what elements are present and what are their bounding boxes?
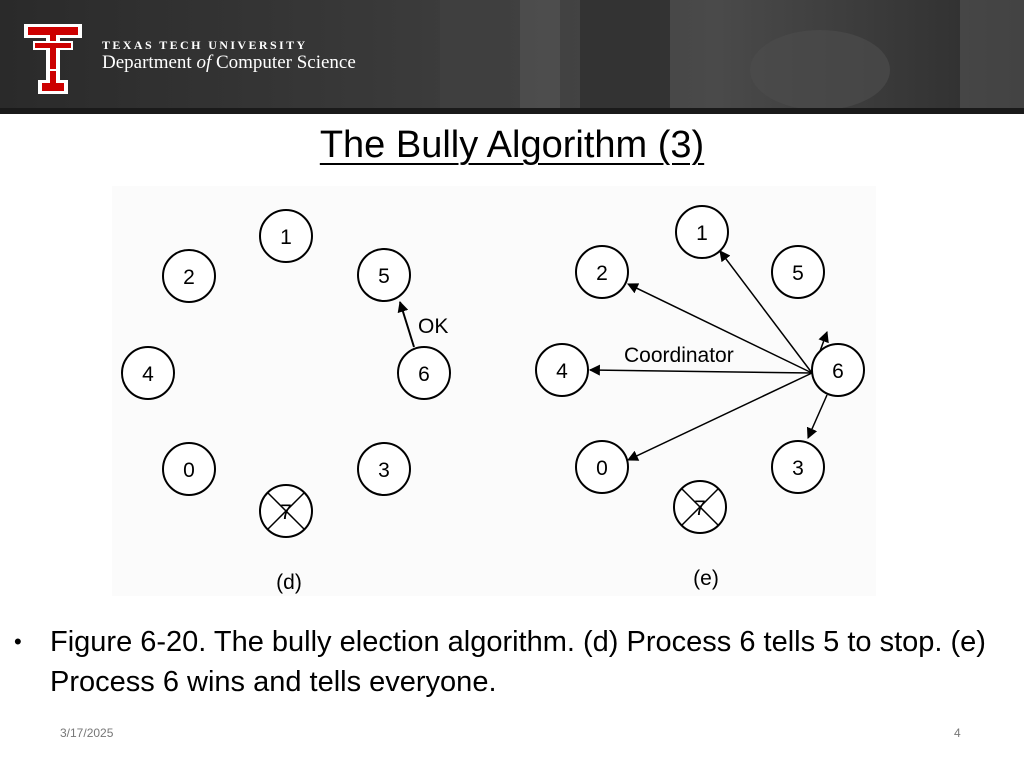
coordinator-arrow-to-3 [806,394,828,440]
node-d-6-label: 6 [418,363,430,386]
node-e-7-label: 7 [694,497,706,520]
coordinator-label: Coordinator [624,344,734,367]
caption-d: (d) [276,571,302,594]
footer-date: 3/17/2025 [60,726,114,740]
slide-title-text: The Bully Algorithm (3) [319,124,705,166]
ok-arrow [397,300,415,348]
department-name-end: Computer Science [211,52,356,73]
node-e-7-crashed: 7 [673,480,727,534]
node-d-4-label: 4 [142,363,154,386]
node-d-2: 2 [162,249,216,303]
footer-page-number: 4 [954,726,961,740]
node-e-0: 0 [575,440,629,494]
caption-e: (e) [693,567,719,590]
department-name-of: of [196,52,212,73]
bully-algorithm-figure: 1 2 5 4 6 0 3 [112,186,876,596]
node-e-3-label: 3 [792,457,804,480]
node-d-4: 4 [121,346,175,400]
node-e-3: 3 [771,440,825,494]
node-e-5-label: 5 [792,262,804,285]
node-e-5: 5 [771,245,825,299]
node-e-6-label: 6 [832,360,844,383]
department-name: Department of Computer Science [102,52,356,74]
department-name-start: Department [102,52,197,73]
node-d-7-label: 7 [280,501,292,524]
node-e-2-label: 2 [596,262,608,285]
node-e-1: 1 [675,205,729,259]
node-e-0-label: 0 [596,457,608,480]
bullet-dot-icon: • [14,629,22,654]
node-d-3-label: 3 [378,459,390,482]
figure-svg: 1 2 5 4 6 0 3 [121,205,865,594]
header-banner: TEXAS TECH UNIVERSITY Department of Comp… [0,0,1024,114]
panel-d: 1 2 5 4 6 0 3 [121,209,451,594]
node-d-0-label: 0 [183,459,195,482]
coordinator-arrow-to-0 [627,372,813,461]
panel-e: 1 2 5 4 6 0 3 [535,205,865,590]
node-e-2: 2 [575,245,629,299]
node-d-1: 1 [259,209,313,263]
node-d-1-label: 1 [280,226,292,249]
node-e-4: 4 [535,343,589,397]
header-background-texture [0,0,1024,114]
ok-label: OK [418,315,448,338]
coordinator-arrow-to-1 [719,250,813,374]
double-t-logo-icon [24,24,82,94]
university-name: TEXAS TECH UNIVERSITY [102,38,308,52]
node-d-2-label: 2 [183,266,195,289]
coordinator-arrow-to-4 [588,364,813,376]
bullet-item: Figure 6-20. The bully election algorith… [50,626,986,698]
node-e-6: 6 [811,343,865,397]
node-d-0: 0 [162,442,216,496]
node-d-5-label: 5 [378,265,390,288]
node-e-1-label: 1 [696,222,708,245]
crash-mark-d-2 [267,492,305,530]
slide-title: The Bully Algorithm (3) [0,124,1024,167]
coordinator-arrow-to-2 [627,283,813,374]
node-d-6: 6 [397,346,451,400]
node-d-5: 5 [357,248,411,302]
node-e-4-label: 4 [556,360,568,383]
node-d-3: 3 [357,442,411,496]
node-d-7-crashed: 7 [259,484,313,538]
crash-mark-e-2 [681,488,719,526]
